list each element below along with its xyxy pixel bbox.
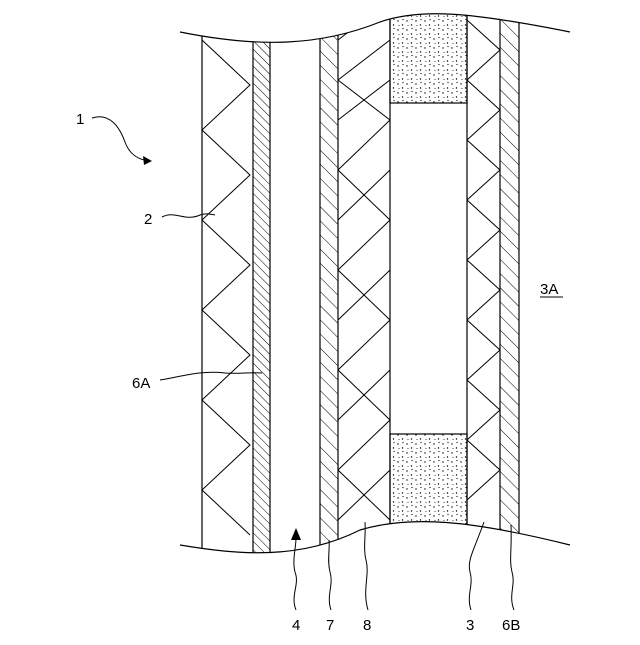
label-3A: 3A: [540, 281, 558, 298]
leader-6B: [511, 525, 514, 610]
layer-6A-body: [253, 0, 270, 640]
layer-3-body: [467, 20, 500, 500]
arrow-4: [291, 528, 301, 540]
label-3: 3: [466, 617, 474, 634]
arrow-1: [143, 156, 152, 165]
leader-3: [469, 522, 484, 610]
label-7: 7: [326, 617, 334, 634]
layers-group: [202, 0, 519, 640]
layer-2-body: [202, 40, 250, 535]
seal-block-top: [390, 0, 467, 103]
leader-8: [365, 522, 368, 610]
leader-4: [294, 538, 297, 610]
label-8: 8: [363, 617, 371, 634]
label-4: 4: [292, 617, 300, 634]
label-6B: 6B: [502, 617, 520, 634]
label-1: 1: [76, 111, 84, 128]
layer-6B-body: [500, 0, 519, 640]
layer-boundaries: [202, 0, 519, 640]
leader-7: [329, 540, 332, 610]
label-6A: 6A: [132, 375, 150, 392]
layer-8-body: [338, 0, 390, 520]
seal-block-bottom: [390, 434, 467, 640]
leader-6A: [160, 372, 262, 380]
leader-1: [92, 117, 150, 161]
label-2: 2: [144, 211, 152, 228]
